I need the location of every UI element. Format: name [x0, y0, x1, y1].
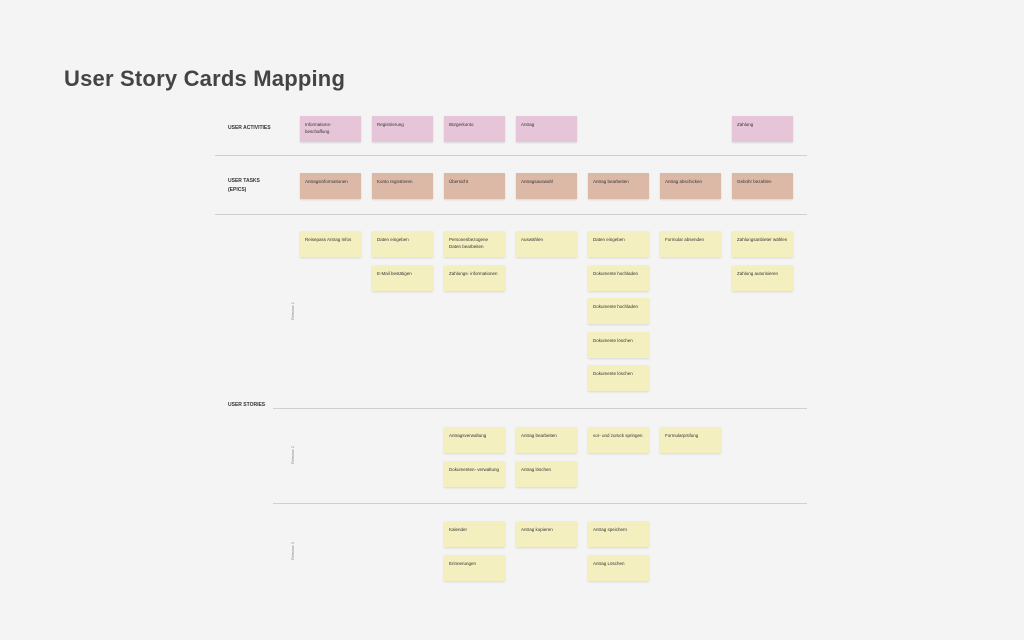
story-card[interactable]: Formular absenden [660, 231, 721, 257]
divider-activities-epics [215, 155, 807, 156]
story-card[interactable]: Antrag speichern [588, 521, 649, 547]
story-card[interactable]: Antrag kopieren [516, 521, 577, 547]
story-card[interactable]: Formularprüfung [660, 427, 721, 453]
row-label-user-stories: USER STORIES [228, 402, 266, 408]
epic-card[interactable]: Antragsinformationen [300, 173, 361, 199]
release-label-1: Release 1 [290, 302, 295, 321]
activity-card[interactable]: Bürgerkonto [444, 116, 505, 142]
story-card[interactable]: Dokumente löschen [588, 365, 649, 391]
story-card[interactable]: Zahlung autorisieren [732, 265, 793, 291]
story-card[interactable]: E-Mail bestätigen [372, 265, 433, 291]
story-card[interactable]: vor- und zurück springen [588, 427, 649, 453]
activity-card[interactable]: Antrag [516, 116, 577, 142]
story-card[interactable]: Zahlungs- informationen [444, 265, 505, 291]
story-card[interactable]: Dokumenten- verwaltung [444, 461, 505, 487]
epic-card[interactable]: Antrag abschicken [660, 173, 721, 199]
story-card[interactable]: Auswählen [516, 231, 577, 257]
story-card[interactable]: Zahlungsanbieter wählen [732, 231, 793, 257]
story-card[interactable]: Dokumente hochladen [588, 298, 649, 324]
story-card[interactable]: Dokumente hochladen [588, 265, 649, 291]
epic-card[interactable]: Antragsauswahl [516, 173, 577, 199]
story-card[interactable]: Antrag Löschen [588, 555, 649, 581]
divider-epics-stories [215, 214, 807, 215]
story-card[interactable]: Kalender [444, 521, 505, 547]
row-label-user-activities: USER ACTIVITIES [228, 125, 271, 131]
story-card[interactable]: Personenbezogene Daten bearbeiten [444, 231, 505, 257]
activity-card[interactable]: Zahlung [732, 116, 793, 142]
epic-card[interactable]: Konto registrieren [372, 173, 433, 199]
epic-card[interactable]: Antrag bearbeiten [588, 173, 649, 199]
story-card[interactable]: Antrag bearbeiten [516, 427, 577, 453]
activity-card[interactable]: Registrierung [372, 116, 433, 142]
story-card[interactable]: Dokumente löschen [588, 332, 649, 358]
story-card[interactable]: Antragsverwaltung [444, 427, 505, 453]
divider-release-2-3 [273, 503, 807, 504]
story-card[interactable]: Erinnerungen [444, 555, 505, 581]
epic-card[interactable]: Gebühr bezahlen [732, 173, 793, 199]
story-card[interactable]: Daten eingeben [372, 231, 433, 257]
story-card[interactable]: Daten eingeben [588, 231, 649, 257]
story-card[interactable]: Reisepass Antrag Infos [300, 231, 361, 257]
row-label-user-tasks: USER TASKS (EPICS) [228, 178, 260, 193]
activity-card[interactable]: Informations- beschaffung [300, 116, 361, 142]
page-title: User Story Cards Mapping [64, 66, 346, 91]
epic-card[interactable]: Übersicht [444, 173, 505, 199]
story-card[interactable]: Antrag löschen [516, 461, 577, 487]
release-label-3: Release 3 [290, 542, 295, 561]
release-label-2: Release 2 [290, 446, 295, 465]
divider-release-1-2 [273, 408, 807, 409]
